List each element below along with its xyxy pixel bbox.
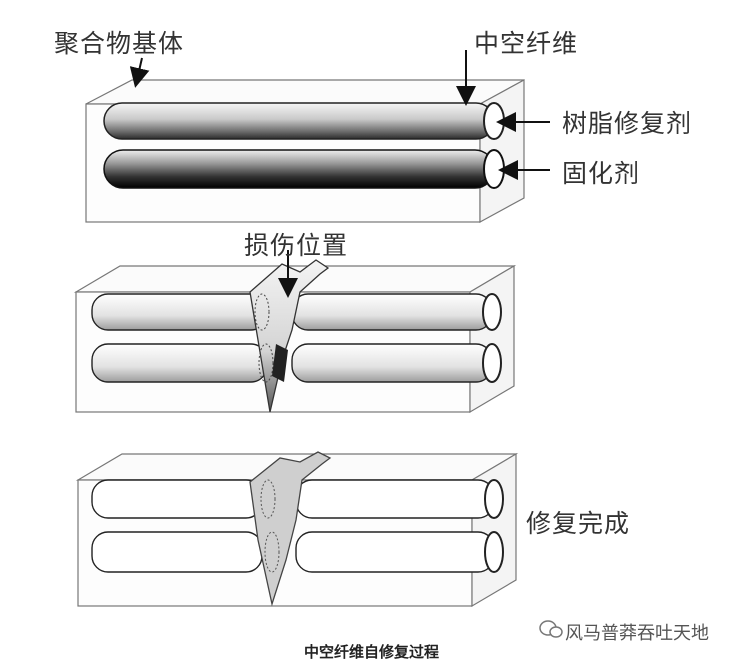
wechat-icon [539, 620, 563, 638]
block-repaired [75, 451, 519, 608]
block-2-side-face [469, 264, 515, 414]
watermark: 风马普莽吞吐天地 [565, 623, 709, 644]
label-damage-location: 损伤位置 [244, 231, 349, 260]
block-damaged [73, 250, 517, 414]
fiber-hardener [103, 149, 505, 189]
label-resin-healing-agent: 树脂修复剂 [562, 109, 693, 138]
block-1-top-face [85, 79, 525, 105]
block-3-side-face [471, 452, 517, 608]
arrow-matrix [129, 57, 150, 88]
label-hollow-fiber: 中空纤维 [474, 29, 579, 58]
crack [249, 259, 330, 413]
fiber-resin [103, 102, 505, 140]
label-hardener: 固化剂 [562, 159, 641, 188]
block-1-side-face [479, 78, 525, 224]
label-polymer-matrix: 聚合物基体 [54, 29, 185, 58]
caption: 中空纤维自修复过程 [304, 643, 440, 661]
label-repair-complete: 修复完成 [526, 509, 631, 538]
block-initial [85, 50, 550, 224]
healed-crack [249, 451, 332, 607]
